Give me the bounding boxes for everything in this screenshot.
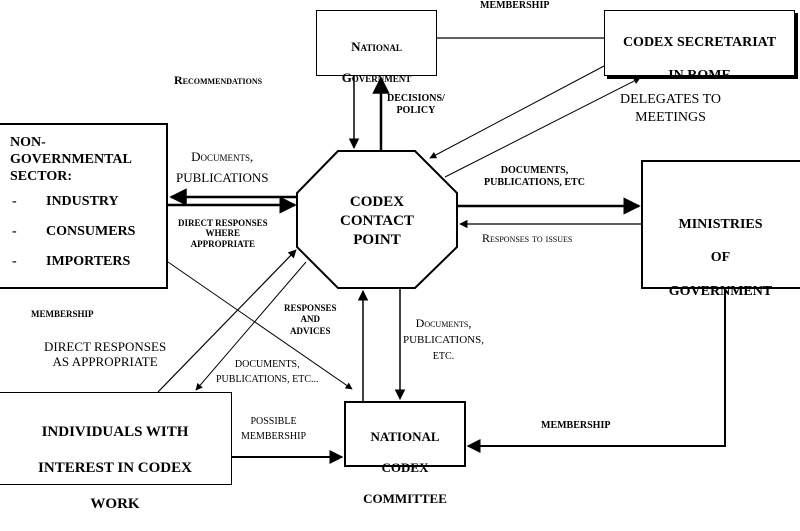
- node-individuals[interactable]: INDIVIDUALS WITH INTEREST IN CODEX WORK: [0, 392, 232, 512]
- label-documents-publications-etc-bottom: Documents, PUBLICATIONS, ETC.: [403, 314, 484, 364]
- ncc-line2: CODEX: [381, 459, 429, 475]
- bullet-dash: -: [12, 194, 17, 210]
- codex-contact-point-shape[interactable]: [296, 150, 458, 289]
- label-dra-line2: AS APPROPRIATE: [52, 353, 158, 369]
- ngo-title-line1: NON-: [10, 135, 46, 150]
- ind-line2: INTEREST IN CODEX: [38, 460, 192, 476]
- min-line1: MINISTRIES: [678, 216, 763, 232]
- label-dra-line1: DIRECT RESPONSES: [44, 339, 167, 354]
- bullet-dash: -: [12, 254, 17, 270]
- label-raa-line2: AND: [300, 314, 321, 325]
- label-responses-and-advices: RESPONSES AND ADVICES: [284, 303, 337, 337]
- label-possible-membership: POSSIBLE MEMBERSHIP: [241, 415, 306, 444]
- label-delegates-line2: MEETINGS: [635, 109, 706, 125]
- edge-ccp-to-individuals: [195, 261, 307, 391]
- cs-line1: CODEX SECRETARIAT: [622, 34, 777, 50]
- label-direct-responses-where: DIRECT RESPONSES WHERE APPROPRIATE: [178, 218, 268, 249]
- label-decisions-line1: DECISIONS/: [387, 93, 445, 104]
- label-delegates-to-meetings: DELEGATES TO MEETINGS: [620, 91, 721, 126]
- label-membership-bottom: MEMBERSHIP: [541, 420, 611, 431]
- node-national-codex-committee[interactable]: NATIONAL CODEX COMMITTEE: [344, 401, 466, 506]
- bullet-dash: -: [12, 224, 17, 240]
- ngo-member-item: - INDUSTRY: [8, 194, 166, 210]
- ccp-line2: CONTACT: [340, 212, 414, 229]
- min-line3: GOVERNMENT: [668, 283, 773, 299]
- edge-ngo-to-ncc: [167, 261, 353, 390]
- label-docs-left-line1: Documents,: [191, 149, 254, 164]
- label-drw-line3: APPROPRIATE: [190, 238, 255, 249]
- label-membership-left: MEMBERSHIP: [31, 309, 94, 319]
- edge-cs-to-ccp: [429, 65, 605, 159]
- label-pm-line1: POSSIBLE: [250, 416, 297, 427]
- label-docs-right-line2: PUBLICATIONS, ETC: [484, 176, 585, 188]
- ng-line1: National: [351, 38, 402, 54]
- label-dpe-line1: Documents,: [415, 316, 472, 330]
- ind-line3: WORK: [90, 496, 140, 512]
- edge-ccp-to-cs: [444, 77, 641, 178]
- ncc-line1: NATIONAL: [370, 428, 440, 444]
- label-documents-publications-etc-diag: DOCUMENTS, PUBLICATIONS, ETC...: [216, 357, 319, 387]
- ccp-line3: POINT: [353, 231, 401, 248]
- min-line2: OF: [710, 250, 731, 266]
- ngo-member-label: CONSUMERS: [46, 224, 136, 240]
- label-docs-left-line2: PUBLICATIONS: [176, 170, 269, 186]
- label-dped-line1: DOCUMENTS,: [234, 359, 300, 370]
- label-raa-line3: ADVICES: [290, 325, 331, 336]
- label-documents-publications-left: Documents, PUBLICATIONS: [176, 146, 268, 189]
- node-ministries-of-government[interactable]: MINISTRIES OF GOVERNMENT: [641, 160, 800, 299]
- ngo-members-list: - INDUSTRY - CONSUMERS - IMPORTERS: [0, 194, 166, 270]
- ngo-member-label: IMPORTERS: [46, 254, 131, 270]
- label-recommendations: Recommendations: [174, 73, 263, 87]
- label-dpe-line3: ETC.: [432, 350, 455, 362]
- label-decisions-policy: DECISIONS/ POLICY: [387, 93, 445, 116]
- ncc-line3: COMMITTEE: [363, 490, 447, 506]
- ngo-member-item: - IMPORTERS: [8, 254, 166, 270]
- edge-ministries-to-ncc: [466, 288, 726, 453]
- label-dped-line2: PUBLICATIONS, ETC...: [216, 374, 319, 385]
- ccp-line1: CODEX: [349, 194, 405, 210]
- ngo-member-item: - CONSUMERS: [8, 224, 166, 240]
- node-ngo-sector[interactable]: NON- GOVERNMENTAL SECTOR: - INDUSTRY - C…: [0, 123, 168, 289]
- node-codex-contact-point[interactable]: CODEX CONTACT POINT: [330, 193, 424, 249]
- label-direct-responses-as-appropriate: DIRECT RESPONSES AS APPROPRIATE: [44, 339, 167, 370]
- label-raa-line1: RESPONSES: [284, 303, 337, 313]
- label-drw-line2: WHERE: [205, 228, 241, 239]
- label-pm-line2: MEMBERSHIP: [241, 430, 307, 442]
- ngo-title-line2: GOVERNMENTAL: [10, 151, 132, 167]
- label-dpe-line2: PUBLICATIONS,: [403, 334, 484, 346]
- ngo-title-line3: SECTOR:: [10, 168, 72, 184]
- cs-line2: IN ROME: [668, 68, 731, 84]
- edge-individuals-to-ccp: [157, 249, 297, 393]
- label-documents-publications-right: DOCUMENTS, PUBLICATIONS, ETC: [484, 165, 585, 188]
- ngo-member-label: INDUSTRY: [46, 194, 119, 210]
- label-membership-top: MEMBERSHIP: [480, 0, 550, 11]
- label-drw-line1: DIRECT RESPONSES: [178, 218, 268, 228]
- label-responses-to-issues: Responses to issues: [482, 231, 573, 245]
- label-decisions-line2: POLICY: [396, 104, 436, 116]
- label-docs-right-line1: DOCUMENTS,: [500, 165, 569, 176]
- node-national-government[interactable]: National Government: [316, 10, 437, 85]
- ind-line1: INDIVIDUALS WITH: [41, 424, 189, 440]
- label-delegates-line1: DELEGATES TO: [620, 92, 721, 107]
- node-codex-secretariat[interactable]: CODEX SECRETARIAT IN ROME: [604, 10, 795, 83]
- ng-line2: Government: [341, 69, 412, 85]
